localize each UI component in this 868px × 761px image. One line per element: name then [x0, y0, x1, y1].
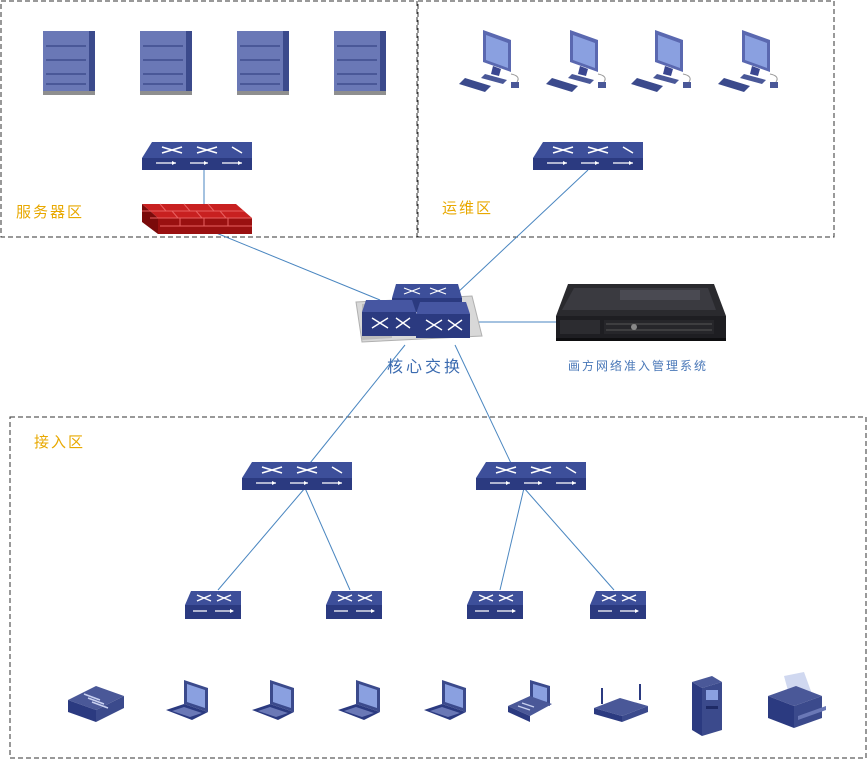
server-tower-icon: [334, 31, 386, 95]
nac-appliance-icon: [556, 284, 726, 341]
access-zone-label: 接入区: [34, 433, 85, 451]
core-switch-icon: [355, 284, 483, 343]
access-zone-border: [9, 416, 867, 759]
laptop-icon: [252, 680, 294, 720]
ops-zone-switch-icon: [532, 141, 644, 171]
firewall-icon: [142, 203, 252, 234]
laptop-icon: [338, 680, 380, 720]
desktop-computer-icon: [630, 29, 692, 93]
ops-zone-border: [417, 0, 835, 238]
links: [203, 169, 615, 591]
fax-machine-icon: [68, 686, 124, 722]
access-switch-icon: [466, 590, 524, 620]
distribution-switch-left-icon: [241, 461, 353, 491]
ops-zone-label: 运维区: [442, 199, 493, 217]
access-switch-icon: [325, 590, 383, 620]
laptop-icon: [166, 680, 208, 720]
server-tower-icon: [140, 31, 192, 95]
server-zone-switch-icon: [141, 141, 253, 171]
laptop-icon: [424, 680, 466, 720]
distribution-switch-right-icon: [475, 461, 587, 491]
core-switch-label: 核心交换: [387, 357, 463, 376]
ip-phone-icon: [508, 680, 552, 722]
wireless-router-icon: [594, 684, 648, 722]
desktop-computer-icon: [717, 29, 779, 93]
server-tower-icon: [43, 31, 95, 95]
desktop-computer-icon: [545, 29, 607, 93]
nac-system-label: 画方网络准入管理系统: [568, 358, 708, 373]
server-zone-border: [0, 0, 418, 238]
server-tower-icon: [237, 31, 289, 95]
access-switch-icon: [589, 590, 647, 620]
access-switch-icon: [184, 590, 242, 620]
kiosk-terminal-icon: [692, 676, 722, 736]
server-zone-label: 服务器区: [16, 203, 84, 221]
printer-icon: [768, 672, 826, 728]
desktop-computer-icon: [458, 29, 520, 93]
